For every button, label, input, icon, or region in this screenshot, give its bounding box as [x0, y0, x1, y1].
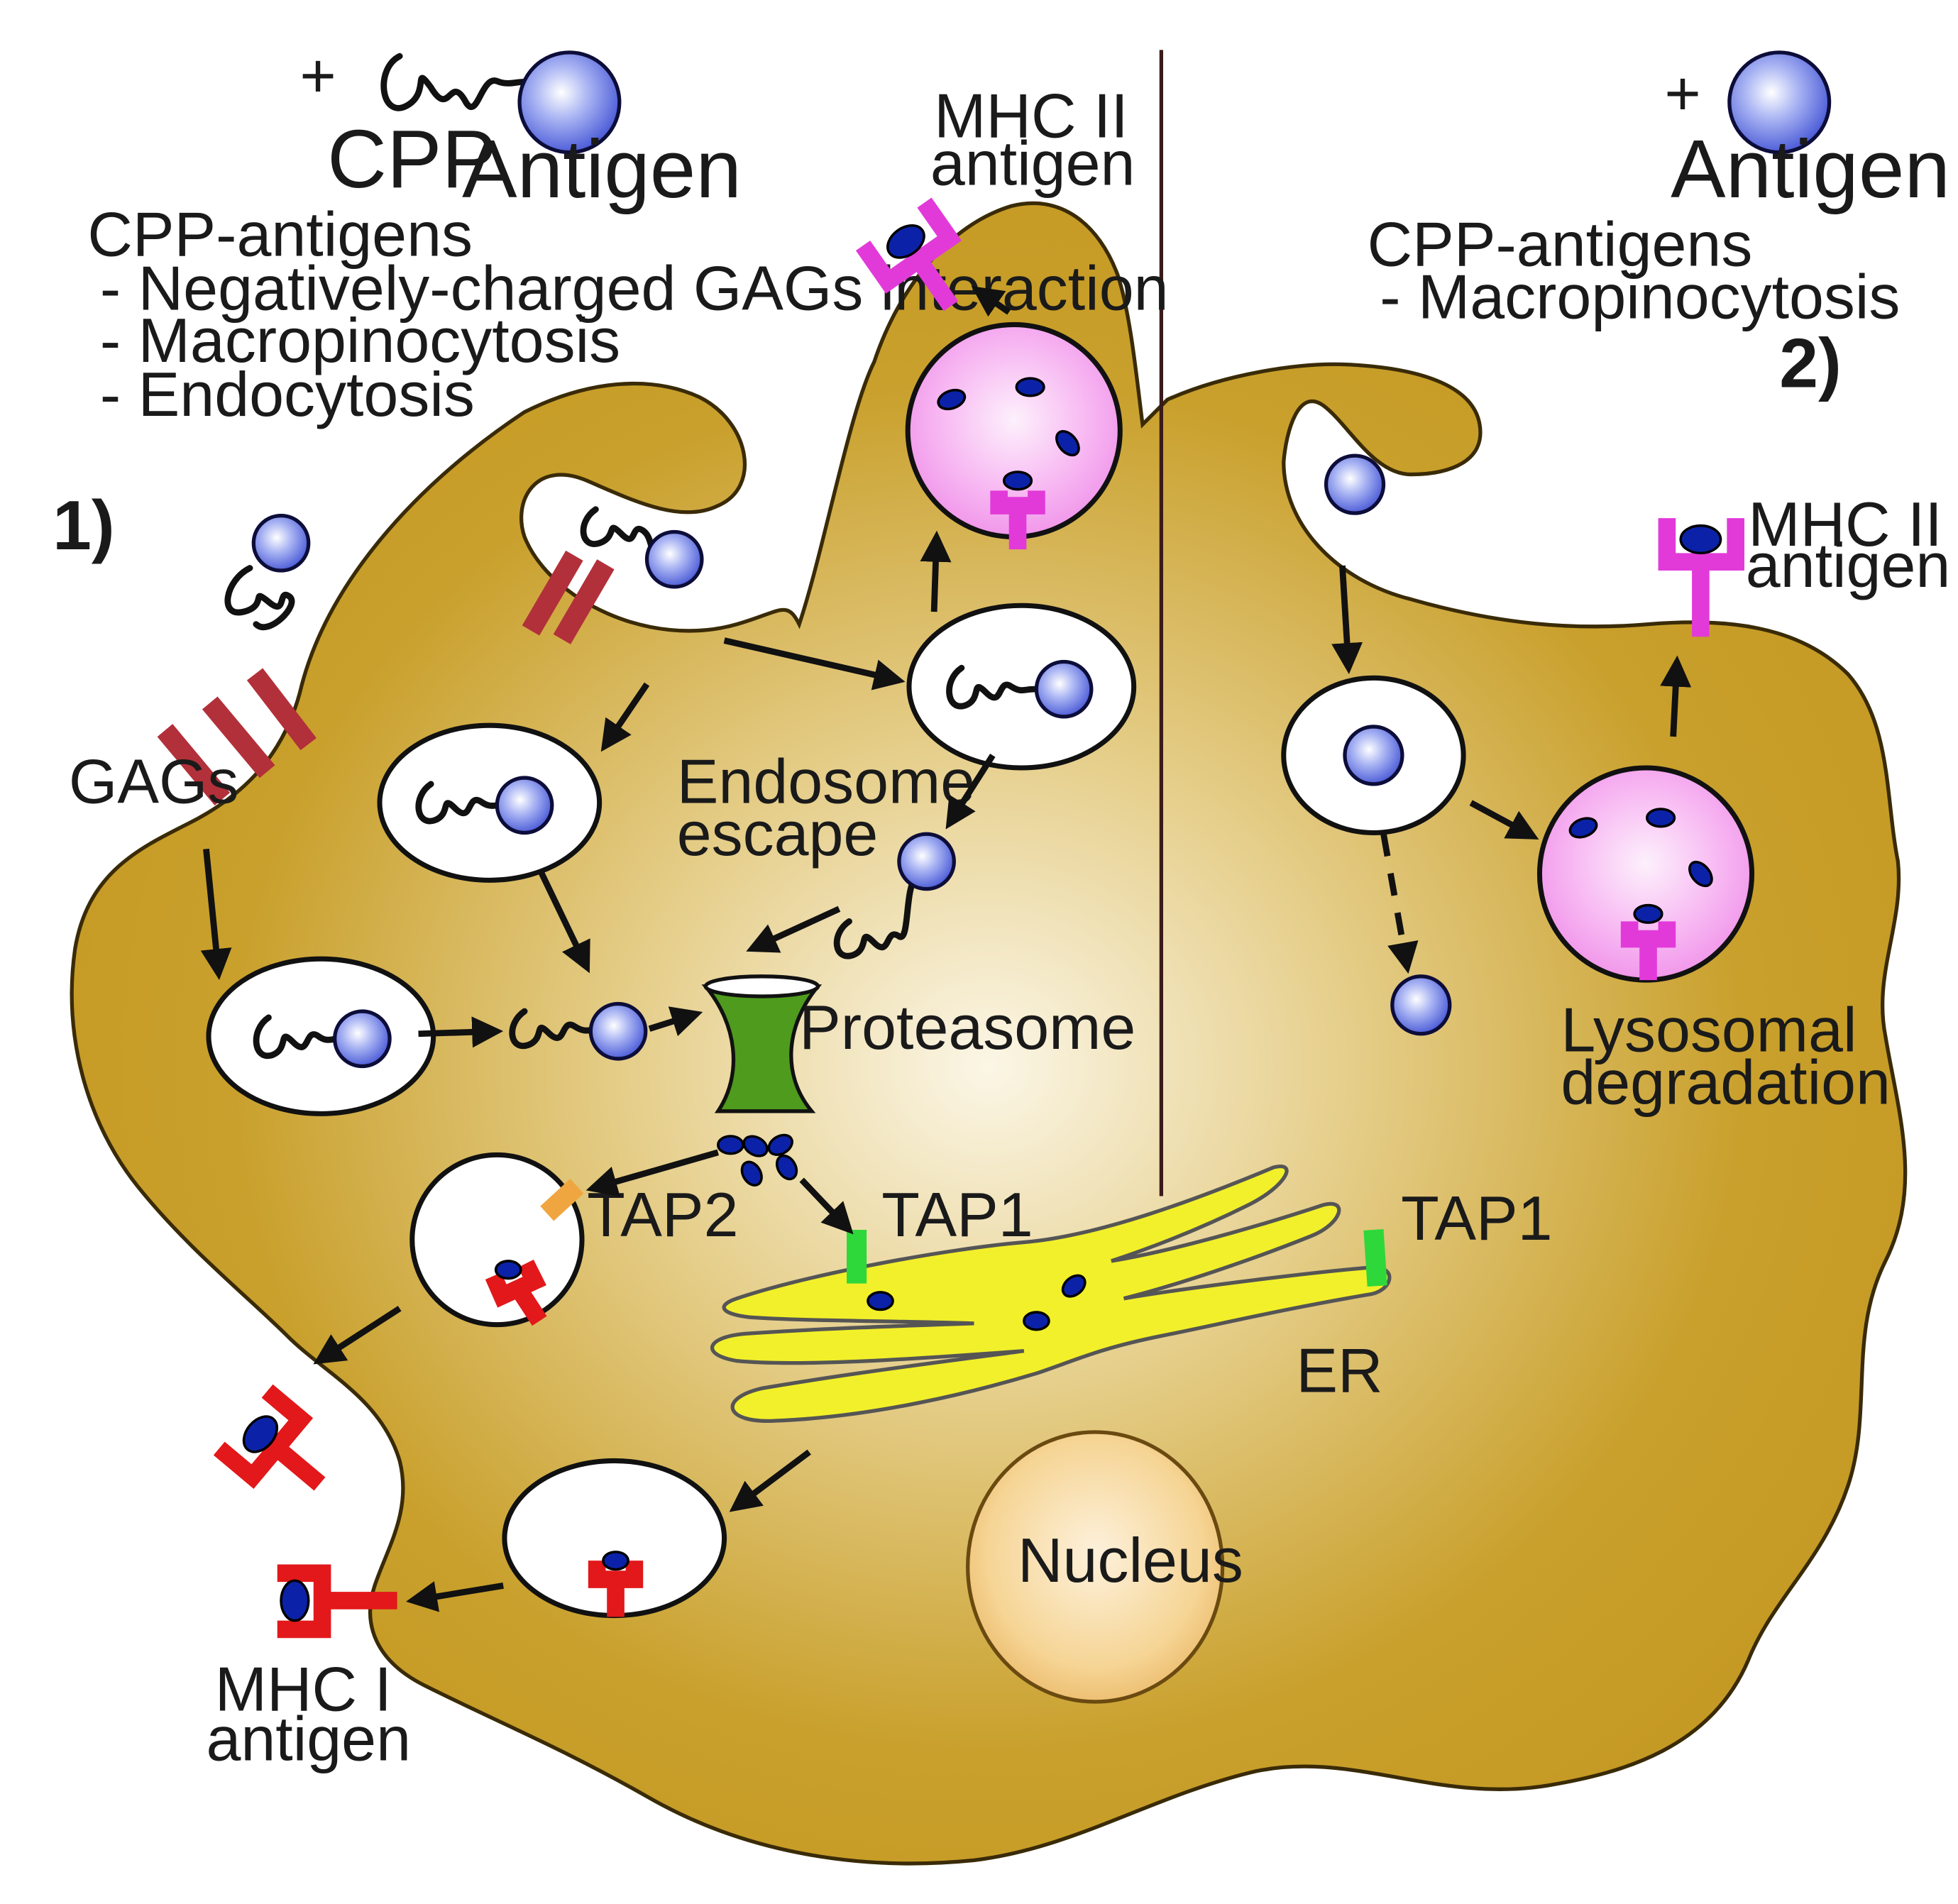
antigen-label-right: Antigen	[1671, 123, 1950, 215]
antigen-escaped-right	[897, 832, 956, 891]
cpp-peptide-extracellular	[224, 565, 295, 631]
pathway1-bullet-macropinocytosis: - Macropinocytosis	[100, 305, 620, 375]
mhc-ii-lysosome-2	[1620, 921, 1676, 981]
proteasome-top	[703, 974, 820, 998]
pathway-arrows	[200, 286, 1692, 1612]
cpp-peptide-endosome-top	[946, 664, 1038, 710]
antigen-legend-right	[1727, 50, 1832, 155]
mhc-i-label-line1: MHC I	[215, 1653, 392, 1724]
cpp-peptide-escaped-right	[833, 876, 918, 959]
antigen-escaped-left	[588, 1001, 648, 1061]
tap2-label: TAP2	[587, 1179, 738, 1250]
pathway1-bullet-endocytosis: - Endocytosis	[100, 359, 475, 429]
antigen-label-left: Antigen	[462, 123, 742, 215]
endosome-escape-label-line1: Endosome	[677, 746, 975, 816]
pathway1-number: 1)	[53, 486, 115, 564]
mhc-i-label-line2: antigen	[206, 1704, 411, 1774]
antigen-endosome-left	[333, 1009, 392, 1069]
er-label: ER	[1296, 1336, 1382, 1406]
antigen-endosome-2	[1343, 725, 1404, 786]
antigen-macropinosome-2	[1324, 453, 1386, 515]
pathway2-number: 2)	[1779, 324, 1842, 402]
pathway1-header: CPP-antigens	[87, 199, 473, 270]
cpp-peptide-legend	[380, 53, 534, 111]
plus-sign-right: +	[1664, 58, 1700, 128]
mhc-ii-surface-pathway2	[1658, 518, 1744, 637]
antigen-endosome-middle	[495, 776, 554, 835]
antigen-fragments-lysosome-1	[937, 377, 1080, 491]
mhc-ii-lysosome-1	[990, 490, 1045, 550]
mhc-ii-surface-pathway1	[855, 197, 962, 312]
cpp-peptide-endosome-left	[253, 1014, 343, 1060]
cpp-peptide-escaped-left	[509, 1008, 598, 1050]
gags-label: GAGs	[69, 746, 238, 816]
endosome-top	[906, 602, 1137, 771]
tap1-label-1: TAP1	[881, 1179, 1033, 1250]
tap1-transporter-2	[1363, 1229, 1387, 1287]
cpp-antigen-extracellular	[251, 513, 311, 573]
mhc-ii-label-1-line1: MHC II	[934, 81, 1128, 151]
antigen-fragments-lysosome-2	[1568, 808, 1713, 924]
mhc-i-vesicle-lower	[588, 1561, 644, 1617]
tap2-transporter	[540, 1179, 584, 1221]
mhc-i-surface-lower	[277, 1564, 397, 1639]
antigen-endosome-top	[1034, 659, 1094, 719]
antigen-cytosol-2	[1390, 974, 1452, 1036]
peptide-tap2-vesicle	[494, 1260, 522, 1280]
nucleus	[966, 1430, 1225, 1704]
mhc-ii-label-2-line2: antigen	[1746, 530, 1951, 600]
pathway2-bullet-macropinocytosis: - Macropinocytosis	[1380, 262, 1900, 332]
proteasome-label: Proteasome	[799, 992, 1135, 1062]
antigen-legend-left	[517, 50, 622, 155]
mhc-ii-label-2-line1: MHC II	[1748, 489, 1942, 559]
lysosomal-label-line2: degradation	[1561, 1047, 1891, 1117]
gags-receptors	[157, 668, 317, 806]
lysosomal-label-line1: Lysosomal	[1561, 994, 1857, 1064]
cpp-peptide-macropinosome	[580, 506, 659, 556]
proteasome-icon	[701, 984, 823, 1113]
tap1-label-2: TAP1	[1401, 1183, 1552, 1253]
endosome-escape-label-line2: escape	[677, 798, 879, 869]
peptide-lower-vesicle	[602, 1551, 629, 1571]
plus-sign-left: +	[299, 40, 336, 111]
nucleus-label: Nucleus	[1018, 1525, 1243, 1595]
macropinocytosis-gags	[522, 550, 615, 644]
cpp-antigen-macropinosome	[644, 529, 704, 589]
pathway2-header: CPP-antigens	[1368, 209, 1753, 280]
peptides-from-proteasome	[717, 1133, 798, 1187]
mhc-i-vesicle-tap2	[485, 1259, 547, 1326]
mhc-i-surface-upper	[213, 1384, 326, 1491]
cpp-label: CPP	[327, 113, 497, 205]
cpp-peptide-endosome-middle	[415, 781, 503, 825]
endoplasmic-reticulum	[710, 1165, 1392, 1423]
mhc-ii-label-1-line2: antigen	[930, 128, 1135, 198]
